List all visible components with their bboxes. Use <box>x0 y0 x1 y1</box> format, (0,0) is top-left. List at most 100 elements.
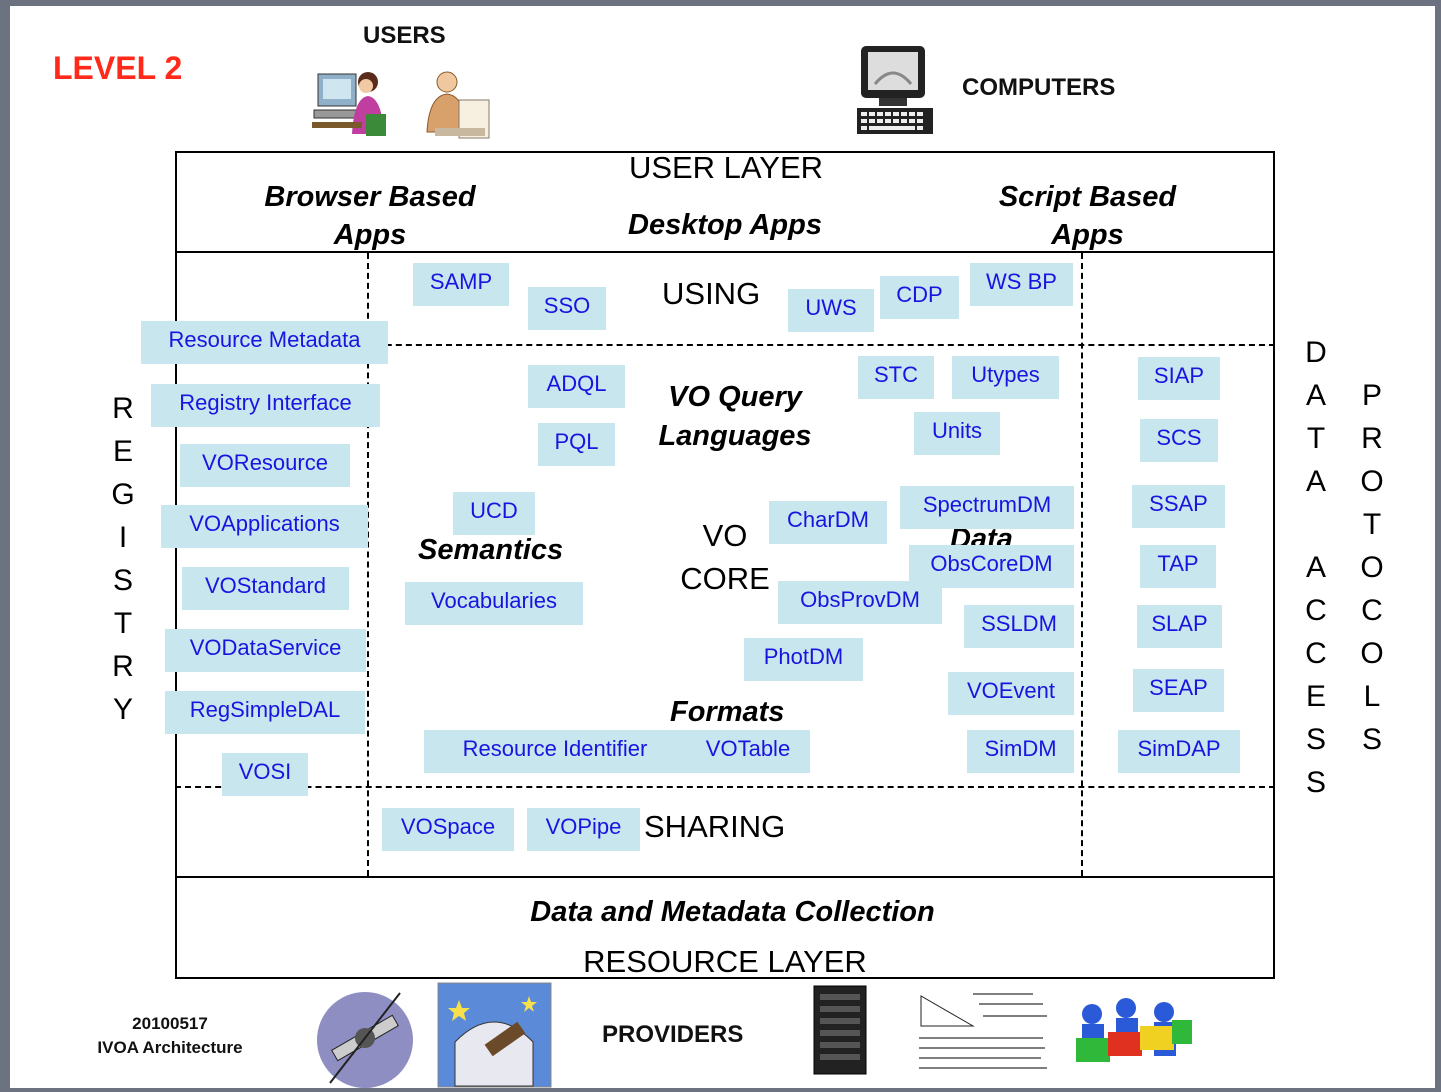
resource-layer-divider <box>175 876 1275 878</box>
sso-tag: SSO <box>528 287 606 330</box>
simdm-tag: SimDM <box>967 730 1074 773</box>
architecture-frame <box>175 151 1275 979</box>
using-label: USING <box>662 276 761 311</box>
resource-metadata-tag: Resource Metadata <box>141 321 388 364</box>
access-letter: C <box>1305 594 1327 627</box>
pql-tag: PQL <box>538 423 615 466</box>
protocols-letter: T <box>1362 508 1382 541</box>
access-letter: C <box>1305 637 1327 670</box>
uws-tag: UWS <box>788 289 874 332</box>
photdm-tag: PhotDM <box>744 638 863 681</box>
votable-tag: VOTable <box>686 730 810 773</box>
access-letter: S <box>1305 766 1326 799</box>
vostandard-tag: VOStandard <box>182 567 349 610</box>
protocols-letter: L <box>1363 680 1381 713</box>
voresource-tag: VOResource <box>180 444 350 487</box>
data-letter: A <box>1305 379 1326 412</box>
voapplications-tag: VOApplications <box>161 505 368 548</box>
ucd-tag: UCD <box>453 492 535 535</box>
vodataservice-tag: VODataService <box>165 629 366 672</box>
utypes-tag: Utypes <box>952 356 1059 399</box>
user-reading-image <box>426 71 490 139</box>
regsimpledal-tag: RegSimpleDAL <box>165 691 365 734</box>
registry-letter: T <box>113 607 133 640</box>
access-letter: E <box>1305 680 1326 713</box>
server-image <box>813 985 867 1075</box>
access-letter: S <box>1305 723 1326 756</box>
registry-letter: R <box>112 392 134 425</box>
samp-tag: SAMP <box>413 263 509 306</box>
registry-divider <box>367 253 369 876</box>
desktop-apps-label: Desktop Apps <box>628 209 822 241</box>
simdap-tag: SimDAP <box>1118 730 1240 773</box>
level-label: LEVEL 2 <box>53 50 183 86</box>
data-letter: A <box>1305 465 1326 498</box>
scs-tag: SCS <box>1140 419 1218 462</box>
protocols-letter: O <box>1360 465 1384 498</box>
script-apps-label: Script Based Apps <box>998 181 1177 251</box>
adql-tag: ADQL <box>528 365 625 408</box>
siap-tag: SIAP <box>1138 357 1220 400</box>
using-divider <box>175 344 1275 346</box>
user-layer-title: USER LAYER <box>628 150 824 185</box>
registry-letter: Y <box>112 693 133 726</box>
observatory-image <box>437 982 552 1088</box>
vopipe-tag: VOPipe <box>527 808 640 851</box>
registry-letter: S <box>112 564 133 597</box>
registry-letter: G <box>111 478 135 511</box>
spectrumdm-tag: SpectrumDM <box>900 486 1074 529</box>
query-languages-label: VO Query Languages <box>658 381 812 452</box>
data-letter: T <box>1306 422 1326 455</box>
obscoredm-tag: ObsCoreDM <box>909 545 1074 588</box>
satellite-image <box>317 992 413 1088</box>
cdp-tag: CDP <box>880 276 959 319</box>
footer-caption: 20100517 IVOA Architecture <box>70 1012 270 1060</box>
user-layer-divider <box>175 251 1275 253</box>
browser-apps-label: Browser Based Apps <box>264 181 476 251</box>
vo-core-label: VO CORE <box>680 518 770 596</box>
registry-letter: E <box>112 435 133 468</box>
protocols-letter: P <box>1361 379 1382 412</box>
equations-image <box>913 986 1051 1078</box>
protocols-letter: S <box>1361 723 1382 756</box>
obsprovdm-tag: ObsProvDM <box>778 581 942 624</box>
footer-date: 20100517 <box>132 1014 208 1033</box>
resource-identifier-tag: Resource Identifier <box>424 730 686 773</box>
ws-bp-tag: WS BP <box>970 263 1073 306</box>
protocols-letter: O <box>1360 637 1384 670</box>
seap-tag: SEAP <box>1133 669 1224 712</box>
access-letter: A <box>1305 551 1326 584</box>
sharing-divider <box>175 786 1275 788</box>
semantics-label: Semantics <box>418 534 564 566</box>
registry-interface-tag: Registry Interface <box>151 384 380 427</box>
vosi-tag: VOSI <box>222 753 308 796</box>
computer-image <box>857 46 933 134</box>
units-tag: Units <box>914 412 1000 455</box>
registry-letter: R <box>112 650 134 683</box>
users-label: USERS <box>363 22 446 49</box>
puzzle-people-image <box>1076 998 1192 1062</box>
vocabularies-tag: Vocabularies <box>405 582 583 625</box>
slap-tag: SLAP <box>1137 605 1222 648</box>
ssap-tag: SSAP <box>1132 485 1225 528</box>
voevent-tag: VOEvent <box>948 672 1074 715</box>
vospace-tag: VOSpace <box>382 808 514 851</box>
tap-tag: TAP <box>1140 545 1216 588</box>
formats-label: Formats <box>670 696 785 728</box>
registry-letter: I <box>118 521 128 554</box>
data-letter: D <box>1305 336 1327 369</box>
computers-label: COMPUTERS <box>962 74 1116 101</box>
user-at-computer-image <box>312 72 386 136</box>
diagram-slide: LEVEL 2 USERS COMPUTERS <box>10 6 1435 1088</box>
stc-tag: STC <box>858 356 934 399</box>
footer-title: IVOA Architecture <box>97 1038 243 1057</box>
resource-layer-title: RESOURCE LAYER <box>583 944 867 979</box>
data-access-divider <box>1081 253 1083 876</box>
protocols-letter: C <box>1361 594 1383 627</box>
providers-label: PROVIDERS <box>602 1021 744 1048</box>
collection-label: Data and Metadata Collection <box>530 896 935 928</box>
